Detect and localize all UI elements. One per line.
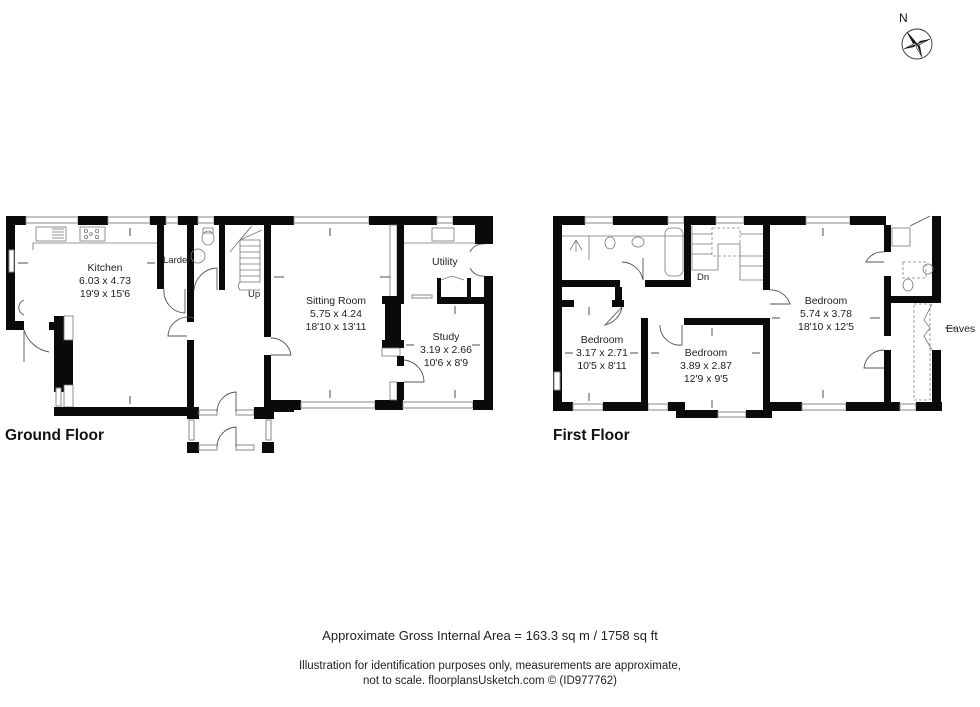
room-bedroom-2: Bedroom 3.17 x 2.71 10'5 x 8'11: [576, 334, 628, 373]
room-imperial: 12'9 x 9'5: [683, 373, 729, 385]
gross-internal-area: Approximate Gross Internal Area = 163.3 …: [322, 628, 658, 643]
room-utility: Utility: [432, 256, 458, 268]
room-bedroom-3: Bedroom 3.89 x 2.87 12'9 x 9'5: [680, 347, 732, 386]
room-name: Bedroom: [804, 295, 848, 307]
room-name: Sitting Room: [305, 295, 367, 307]
room-imperial: 19'9 x 15'6: [79, 288, 131, 300]
disclaimer: Illustration for identification purposes…: [0, 659, 980, 689]
ground-floor-plan: [6, 216, 493, 453]
room-name: Bedroom: [684, 347, 728, 359]
first-floor-title: First Floor: [553, 427, 630, 444]
room-imperial: 18'10 x 12'5: [798, 321, 854, 333]
room-name: Kitchen: [87, 262, 123, 274]
room-bedroom-1: Bedroom 5.74 x 3.78 18'10 x 12'5: [798, 295, 854, 334]
room-name: Study: [432, 331, 460, 343]
ground-floor-title: Ground Floor: [5, 427, 105, 444]
room-metric: 6.03 x 4.73: [79, 275, 131, 287]
first-floor-plan: [553, 215, 955, 418]
room-eaves: Eaves: [946, 323, 976, 335]
compass-rose-icon: [901, 28, 933, 60]
room-kitchen: Kitchen 6.03 x 4.73 19'9 x 15'6: [79, 262, 131, 301]
room-metric: 3.17 x 2.71: [576, 347, 628, 359]
room-name: Bedroom: [580, 334, 624, 346]
room-study: Study 3.19 x 2.66 10'6 x 8'9: [420, 331, 472, 370]
room-imperial: 10'5 x 8'11: [577, 360, 627, 372]
disclaimer-line-2: not to scale. floorplansUsketch.com © (I…: [363, 675, 617, 687]
stairs-up-label: Up: [248, 289, 261, 300]
compass-north-label: N: [899, 11, 908, 25]
disclaimer-line-1: Illustration for identification purposes…: [298, 660, 682, 672]
room-imperial: 18'10 x 13'11: [305, 321, 367, 333]
room-metric: 3.19 x 2.66: [420, 344, 472, 356]
stairs-down-label: Dn: [697, 272, 710, 283]
room-sitting-room: Sitting Room 5.75 x 4.24 18'10 x 13'11: [305, 295, 366, 334]
room-metric: 5.74 x 3.78: [800, 308, 852, 320]
room-metric: 5.75 x 4.24: [310, 308, 362, 320]
room-imperial: 10'6 x 8'9: [423, 357, 469, 369]
room-larder: Larder: [163, 255, 191, 266]
room-metric: 3.89 x 2.87: [680, 360, 732, 372]
